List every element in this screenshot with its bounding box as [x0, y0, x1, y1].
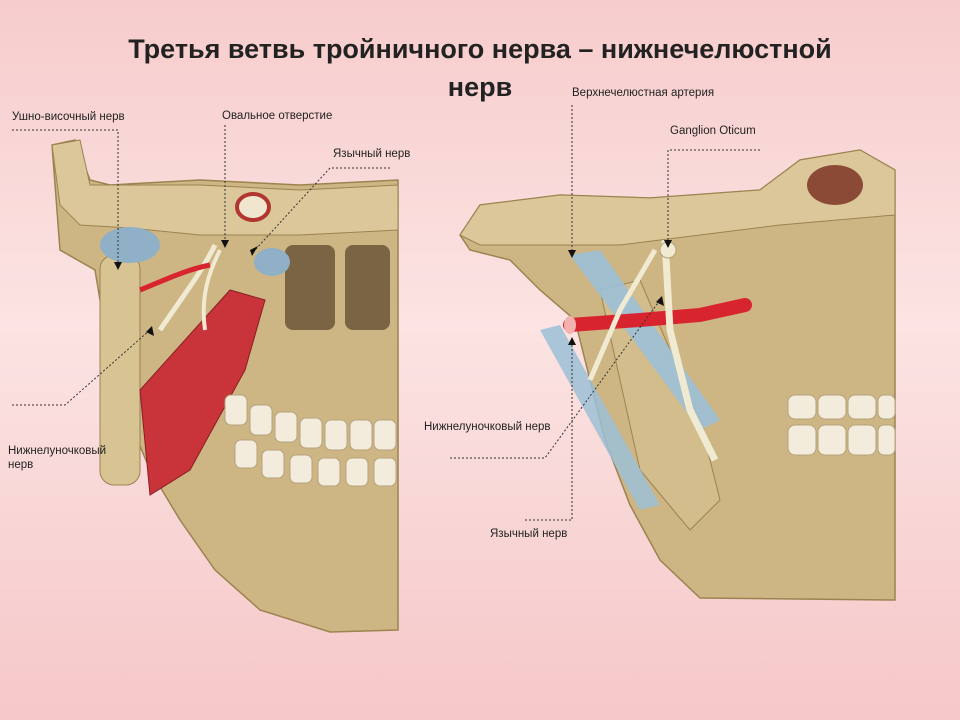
page-title: Третья ветвь тройничного нерва – нижнече…: [0, 30, 960, 106]
label-inferior-alveolar-nerve-left: Нижнелуночковый нерв: [8, 445, 107, 471]
label-lingual-nerve-right: Язычный нерв: [490, 528, 568, 540]
left-skull-figure: [12, 125, 399, 633]
left-teeth: [224, 394, 397, 487]
right-inferior-alveolar-nerve: [661, 239, 719, 462]
right-ligament-2: [540, 325, 660, 510]
right-arrowheads: [568, 240, 672, 345]
label-ganglion-oticum: Ganglion Oticum: [670, 125, 756, 137]
title-line-1: Третья ветвь тройничного нерва – нижнече…: [128, 34, 832, 64]
right-leader-lines: [450, 105, 760, 521]
orbit-cavity: [807, 165, 863, 205]
right-skull-figure: [450, 105, 896, 601]
left-ligament: [254, 248, 290, 276]
left-nasal-cavity: [285, 245, 335, 330]
right-teeth: [787, 394, 896, 456]
label-maxillary-artery: Верхнечелюстная артерия: [572, 87, 715, 99]
label-foramen-ovale: Овальное отверстие: [222, 110, 333, 122]
right-skull-base: [459, 149, 896, 246]
left-leader-lines: [12, 125, 390, 406]
label-lingual-nerve-left: Язычный нерв: [333, 148, 411, 160]
title-line-2: нерв: [447, 72, 513, 102]
left-articular-disc: [100, 227, 160, 263]
right-nasal-cavity: [345, 245, 390, 330]
left-lingual-nerve: [201, 249, 222, 331]
right-lingual-nerve: [587, 248, 658, 381]
left-artery: [139, 262, 211, 293]
label-auriculotemporal-nerve: Ушно-височный нерв: [12, 111, 125, 123]
artery-cut: [564, 316, 576, 334]
label-inferior-alveolar-nerve-right: Нижнелуночковый нерв: [424, 421, 551, 433]
pterygoid-muscle: [139, 289, 266, 496]
left-skull-base: [51, 139, 399, 236]
left-arrowheads: [114, 240, 258, 336]
left-nerve-branch: [157, 243, 218, 332]
foramen-ovale-ring: [235, 192, 271, 222]
